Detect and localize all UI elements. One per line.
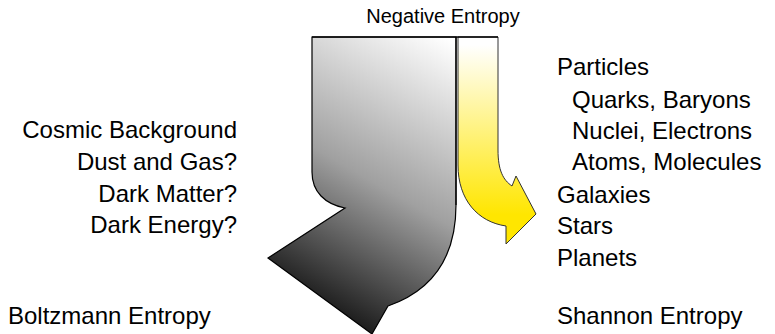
component-label: Atoms, Molecules — [572, 148, 761, 176]
entropy-label: Shannon Entropy — [557, 302, 742, 330]
divider-line — [455, 37, 456, 205]
component-label: Nuclei, Electrons — [572, 117, 752, 145]
component-label: Cosmic Background — [22, 116, 237, 144]
shannon-arrow — [458, 37, 536, 244]
component-label: Dust and Gas? — [77, 148, 237, 176]
component-label: Dark Energy? — [90, 211, 237, 239]
component-label: Particles — [557, 53, 649, 81]
component-label: Planets — [557, 244, 637, 272]
component-label: Dark Matter? — [98, 180, 237, 208]
component-label: Stars — [557, 212, 613, 240]
component-label: Galaxies — [557, 181, 650, 209]
entropy-label: Boltzmann Entropy — [8, 302, 211, 330]
component-label: Quarks, Baryons — [572, 86, 751, 114]
top-bracket — [312, 36, 498, 38]
heading-label: Negative Entropy — [366, 5, 519, 28]
boltzmann-arrow — [268, 37, 456, 334]
